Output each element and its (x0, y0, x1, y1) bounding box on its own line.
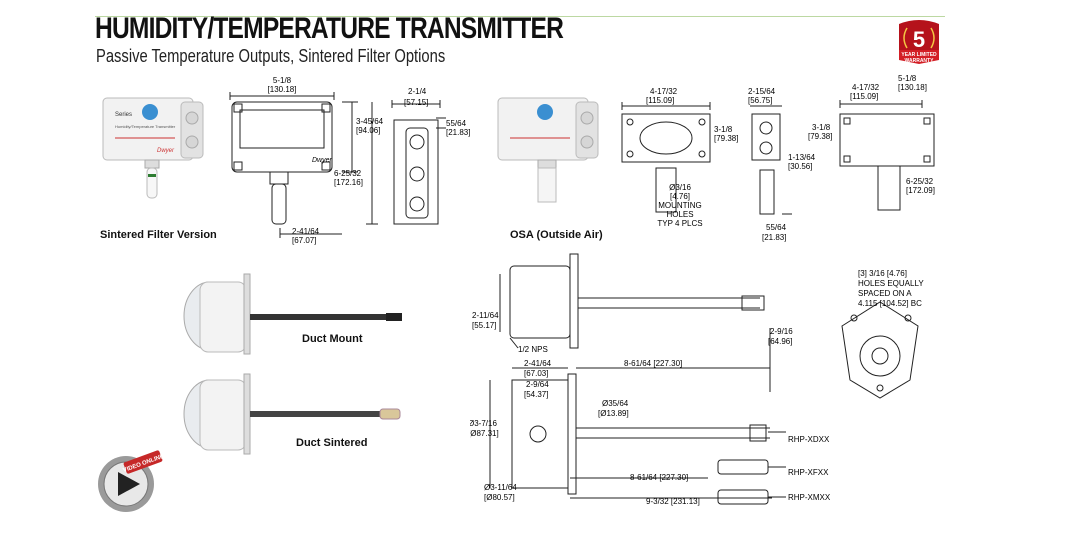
dim-probe-mm: [67.07] (292, 236, 316, 245)
play-icon (118, 472, 140, 496)
osa-front-drawing: 4-17/32 [115.09] 5-1/8 [130.18] 3-1/8 [7… (808, 74, 935, 211)
hole-note-1: MOUNTING (658, 201, 702, 210)
duct-dimension-drawing: 2-11/64 [55.17] 1/2 NPS 2-41/64 [67.03] … (470, 253, 924, 506)
dim-top-w1-mm: [115.09] (850, 92, 878, 101)
dim-width-mm: [130.18] (268, 85, 297, 94)
dim-osa-side-h-mm: [30.56] (788, 162, 812, 171)
dim-small-dia-frac: Ø3-11/64 (484, 483, 517, 492)
warranty-badge: 5 YEAR LIMITED WARRANTY (899, 20, 939, 64)
warranty-number: 5 (913, 27, 925, 52)
dim-side-d-mm: [21.83] (446, 128, 470, 137)
dim-osa-side-d-frac: 55/64 (766, 223, 787, 232)
desc-label: Humidity/Temperature Transmitter (115, 124, 176, 129)
model-rhp-xfxx: RHP-XFXX (788, 468, 829, 477)
dim-hole-frac: Ø3/16 (669, 183, 691, 192)
hole-note-2: HOLES (666, 210, 693, 219)
dim-dia-mm: [Ø13.89] (598, 409, 629, 418)
dim-hole-mm: [4.76] (670, 192, 690, 201)
dim-osa-side-w-mm: [56.75] (748, 96, 772, 105)
hole-note-3: TYP 4 PLCS (657, 219, 702, 228)
dim-osa-side-h-frac: 1-13/64 (788, 153, 816, 162)
dim-h2-frac: 6-25/32 (334, 169, 362, 178)
caption-duct-mount: Duct Mount (302, 333, 363, 345)
brand-label: Dwyer (157, 148, 175, 154)
dim-top-w2-mm: [130.18] (898, 83, 927, 92)
brand-mark: Dwyer (312, 157, 333, 164)
flange-note-2: HOLES EQUALLY (858, 279, 924, 288)
dim-osa-h-frac: 3-1/8 (714, 125, 733, 134)
wall-mount-side-drawing: 2-1/4 [57.15] 55/64 [21.83] (391, 87, 470, 225)
flange-note-3: SPACED ON A (858, 289, 912, 298)
dim-width-frac: 5-1/8 (273, 76, 292, 85)
dim-w2-frac: 2-9/64 (526, 380, 549, 389)
dim-w1-mm: [67.03] (524, 369, 548, 378)
dim-big-dia-mm: [Ø87.31] (470, 429, 499, 438)
dim-big-dia-frac: Ø3-7/16 (470, 419, 497, 428)
caption-osa: OSA (Outside Air) (510, 229, 603, 241)
dim-length-3: 9-3/32 [231.13] (646, 497, 700, 506)
dim-top-h-mm: [79.38] (808, 132, 832, 141)
dim-nps: 1/2 NPS (518, 345, 548, 354)
osa-back-drawing: 4-17/32 [115.09] 3-1/8 [79.38] Ø3/16 [4.… (621, 87, 738, 228)
dim-length-2: 8-61/64 [227.30] (630, 473, 688, 482)
flange-note-4: 4.115 [104.52] BC (858, 299, 922, 308)
dim-osa-h-mm: [79.38] (714, 134, 738, 143)
dim-duct-h-mm: [55.17] (472, 321, 496, 330)
dim-w1-frac: 2-41/64 (524, 359, 552, 368)
dim-side-d-frac: 55/64 (446, 119, 467, 128)
duct-mount-photo (183, 273, 402, 355)
model-rhp-xdxx: RHP-XDXX (788, 435, 830, 444)
duct-sintered-photo (183, 373, 401, 455)
model-rhp-xmxx: RHP-XMXX (788, 493, 831, 502)
dim-side-w-mm: [57.15] (404, 98, 428, 107)
osa-side-drawing: 2-15/64 [56.75] 1-13/64 [30.56] 55/64 [2… (748, 87, 816, 242)
dim-top-h-frac: 3-1/8 (812, 123, 831, 132)
dim-osa-side-d-mm: [21.83] (762, 233, 786, 242)
dim-osa-w-frac: 4-17/32 (650, 87, 678, 96)
dim-length: 8-61/64 [227.30] (624, 359, 682, 368)
dim-top-h2-frac: 6-25/32 (906, 177, 934, 186)
page-title: HUMIDITY/TEMPERATURE TRANSMITTER (95, 12, 564, 45)
dim-flange-h-mm: [64.96] (768, 337, 792, 346)
dim-w2-mm: [54.37] (524, 390, 548, 399)
dim-flange-h-frac: 2-9/16 (770, 327, 793, 336)
wall-mount-drawing: Dwyer 5-1/8 [130.18] 3-45/64 [94.06] 6-2… (229, 76, 384, 245)
series-label: Series (115, 112, 132, 118)
sintered-product-photo: Series Humidity/Temperature Transmitter … (102, 97, 204, 199)
page-subtitle: Passive Temperature Outputs, Sintered Fi… (96, 46, 446, 66)
dim-osa-w-mm: [115.09] (646, 96, 674, 105)
dim-small-dia-mm: [Ø80.57] (484, 493, 515, 502)
dim-h1-frac: 3-45/64 (356, 117, 384, 126)
caption-sintered: Sintered Filter Version (100, 229, 217, 241)
dim-side-w-frac: 2-1/4 (408, 87, 427, 96)
dim-duct-h-frac: 2-11/64 (472, 311, 499, 320)
dim-top-w2-frac: 5-1/8 (898, 74, 917, 83)
dim-h2-mm: [172.16] (334, 178, 363, 187)
flange-note-1: [3] 3/16 [4.76] (858, 269, 907, 278)
dim-h1-mm: [94.06] (356, 126, 380, 135)
caption-duct-sintered: Duct Sintered (296, 437, 368, 449)
dim-probe-frac: 2-41/64 (292, 227, 320, 236)
header-rule (95, 16, 945, 17)
warranty-text-1: YEAR LIMITED (901, 52, 937, 58)
dim-osa-side-w-frac: 2-15/64 (748, 87, 776, 96)
dim-top-w1-frac: 4-17/32 (852, 83, 880, 92)
osa-product-photo (497, 97, 599, 203)
dim-top-h2-mm: [172.09] (906, 186, 935, 195)
video-online-button[interactable]: VIDEO ONLINE (94, 448, 164, 518)
warranty-text-2: WARRANTY (905, 58, 935, 64)
dim-dia-frac: Ø35/64 (602, 399, 629, 408)
